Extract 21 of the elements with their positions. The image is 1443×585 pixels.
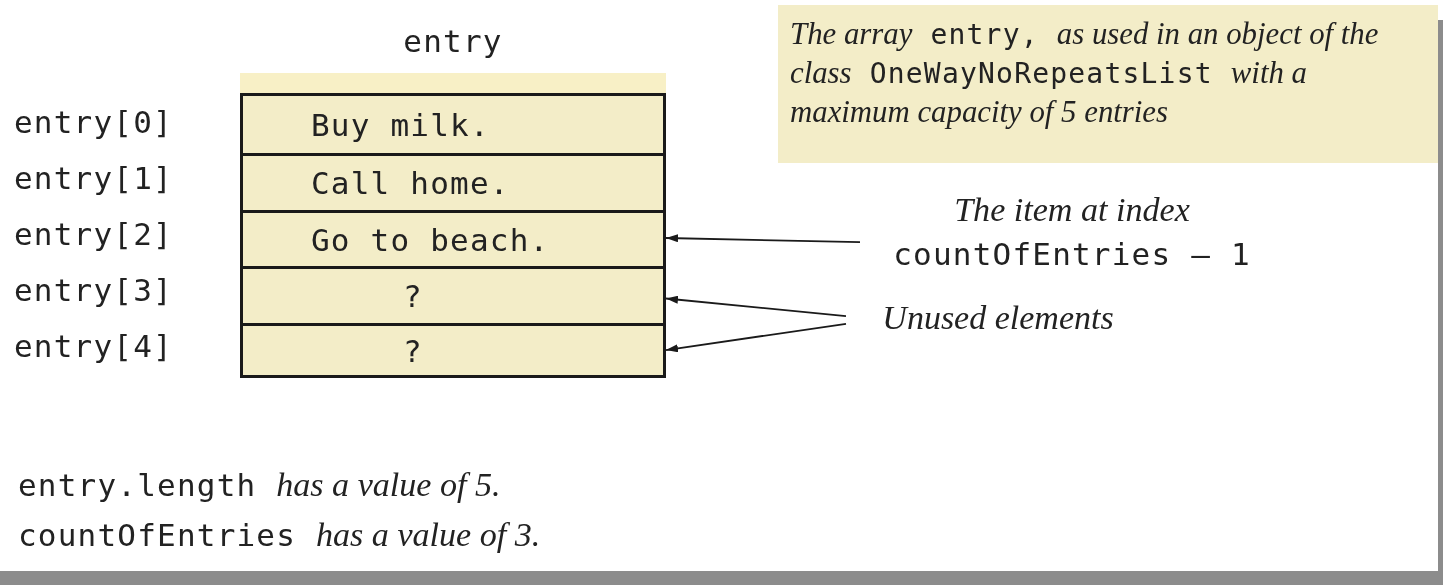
cell-value: Buy milk.: [311, 106, 490, 143]
index-label: entry[4]: [14, 328, 173, 364]
callout-text: The item at index countOfEntries – 1: [892, 190, 1252, 274]
cell-value: Call home.: [311, 165, 510, 201]
index-label: entry[3]: [14, 272, 173, 308]
cell-value: ?: [403, 278, 423, 314]
array-name: entry: [402, 23, 504, 59]
arrow: [665, 322, 847, 353]
arrow: [665, 234, 861, 244]
note-text: countOfEntries has a value of 3.: [18, 516, 541, 554]
index-label: entry[2]: [14, 216, 173, 252]
arrow: [665, 295, 847, 318]
note-box: [778, 5, 1438, 163]
note-text: The array entry, as used in an object of the class OneWayNoRepeatsList with a maximum capacity of 5 entries: [790, 16, 1380, 131]
cell-value: ?: [403, 332, 423, 369]
note-text: entry.length has a value of 5.: [18, 466, 501, 504]
callout-text: Unused elements: [881, 298, 1115, 338]
index-label: entry[0]: [14, 104, 173, 140]
index-label: entry[1]: [14, 160, 173, 196]
array-box: [240, 93, 666, 378]
cell-value: Go to beach.: [311, 221, 550, 258]
